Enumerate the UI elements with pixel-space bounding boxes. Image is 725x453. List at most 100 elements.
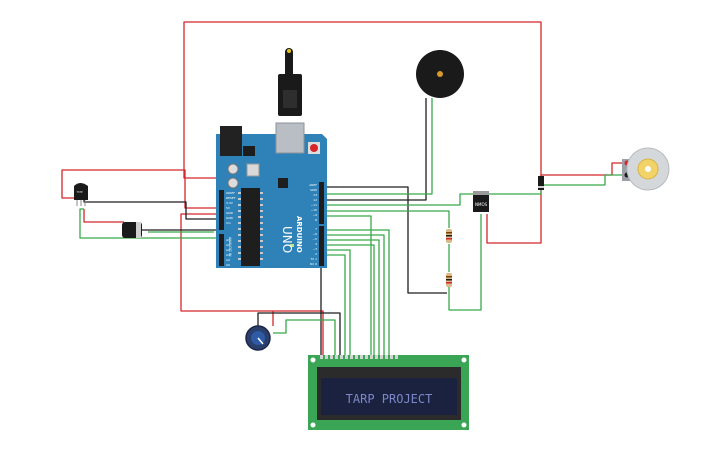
wire-black-cap [83,194,223,231]
wire-red-top [183,21,542,244]
tmp-body [74,183,88,200]
wire-green-lcd-2 [326,234,385,355]
usb-plug-stripe [283,90,297,108]
usb-cable-tip [287,49,291,53]
wire-green-lcd-5 [326,249,351,355]
wire-green-lcd-4 [326,244,375,355]
led-on [290,244,294,247]
wire-red-cap [83,209,124,223]
capacitor-stripe [136,222,141,238]
lcd-pin-row [320,355,398,359]
diode[interactable] [538,176,544,190]
lcd-display[interactable]: TARP PROJECT [308,355,469,430]
svg-text:RX 0: RX 0 [310,262,317,266]
svg-text:4: 4 [315,242,317,246]
svg-text:A0: A0 [226,238,230,242]
tmp-label: TMP [76,190,83,194]
board-regulator [243,146,255,156]
board-crystal [246,163,260,177]
wire-green-res1 [326,210,450,228]
wire-black-main [326,186,447,294]
lcd-mount-hole-bl [310,422,316,428]
svg-text:A4: A4 [226,258,230,262]
arduino-uno[interactable]: ARDUINO UNO ANALOG IN IOREF RESET 3.3V 5… [216,48,327,268]
dc-motor[interactable] [622,147,670,191]
svg-text:IOREF: IOREF [226,191,235,195]
svg-text:7: 7 [315,227,317,231]
potentiometer[interactable] [245,325,271,351]
wire-green-cap [79,208,222,239]
svg-text:2: 2 [315,252,317,256]
digital-pin-labels: AREF GND 13 12 ~11 ~10 ~9 8 7 ~6 ~5 4 ~3… [309,183,317,266]
wire-green-lcd-6 [326,254,346,355]
wire-red-tmp [61,169,222,209]
analog-header [219,234,224,266]
pot-indicator [257,337,264,345]
wire-black-buzzer [326,98,427,201]
digital-header-2 [319,226,324,266]
svg-text:GND: GND [310,188,318,192]
wire-green-lcd-3 [326,239,380,355]
nmos-transistor[interactable]: NMOS [473,191,489,212]
resistor-2[interactable] [446,273,452,287]
power-header [219,190,224,230]
svg-text:A5: A5 [226,263,230,267]
resistor-1[interactable] [446,229,452,243]
diode-band [538,186,544,188]
wire-red-diode [540,162,625,181]
chip-pins [238,192,263,260]
mosfet-body [473,195,489,212]
svg-text:Vin: Vin [226,221,231,225]
board-ic-small [278,178,288,188]
svg-text:~3: ~3 [313,247,318,251]
svg-text:TX 1: TX 1 [309,257,317,261]
svg-text:A3: A3 [226,253,230,257]
svg-text:~9: ~9 [313,213,318,217]
board-capacitor-2 [227,177,239,189]
wire-green-lcd-7 [326,215,372,355]
svg-text:13: 13 [313,193,317,197]
digital-header-1 [319,182,324,224]
svg-text:A1: A1 [226,243,230,247]
mosfet-label: NMOS [475,202,488,207]
arduino-brand: ARDUINO [295,216,303,253]
lcd-mount-hole-tl [310,357,316,363]
lcd-mount-hole-br [461,422,467,428]
usb-cable [285,52,293,80]
wire-red-pot [180,213,324,355]
wire-green-buzzer [326,98,433,195]
svg-text:~10: ~10 [311,208,317,212]
svg-text:A2: A2 [226,248,230,252]
wire-green-pot [273,319,336,355]
arduino-model: UNO [280,226,294,253]
lcd-text: TARP PROJECT [346,392,433,406]
piezo-buzzer[interactable] [416,50,464,98]
svg-text:~6: ~6 [313,232,318,236]
power-jack [220,126,242,156]
reset-button-cap[interactable] [310,144,318,152]
wire-green-mos [448,214,482,311]
electrolytic-capacitor[interactable] [122,222,142,238]
mosfet-tab [473,191,489,195]
svg-text:5V: 5V [226,206,231,210]
svg-text:~11: ~11 [311,203,317,207]
svg-text:RESET: RESET [226,196,236,200]
svg-text:GND: GND [226,211,234,215]
svg-text:8: 8 [315,218,317,222]
svg-text:GND: GND [226,216,234,220]
analog-pin-labels: A0 A1 A2 A3 A4 A5 [226,238,230,267]
wire-black-pot [257,312,341,355]
motor-shaft [645,166,651,172]
board-capacitor-1 [227,163,239,175]
atmega-chip [241,188,260,266]
lcd-screen [321,378,457,415]
usb-jack [275,122,305,154]
power-pin-labels: IOREF RESET 3.3V 5V GND GND Vin [226,191,236,225]
svg-text:3.3V: 3.3V [226,201,234,205]
lcd-mount-hole-tr [461,357,467,363]
svg-text:AREF: AREF [309,183,317,187]
buzzer-center [437,71,443,77]
svg-text:~5: ~5 [313,237,318,241]
temperature-sensor[interactable]: TMP [74,183,88,206]
